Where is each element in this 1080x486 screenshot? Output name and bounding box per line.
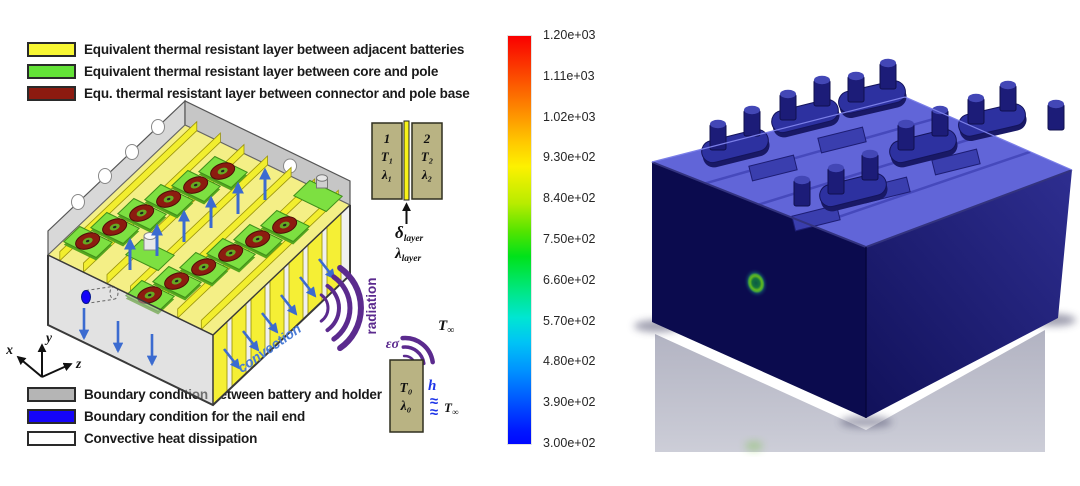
colorbar-tick-label: 7.50e+02 [543, 232, 596, 246]
heat-flux-up-arrows [124, 167, 271, 270]
white-convection-swatch [27, 431, 76, 446]
convection-diagonal-arrows [222, 258, 336, 370]
colorbar-tick-label: 1.11e+03 [543, 68, 595, 83]
nail-hotspot [743, 268, 769, 298]
coordinate-axes: y z x [5, 330, 82, 378]
core-pad-front [124, 232, 176, 272]
t-infinity-convection-label: T∞ [444, 400, 458, 417]
green-layer-swatch [27, 64, 76, 79]
nail-end-blue [81, 290, 91, 304]
colorbar-tick-label: 3.00e+02 [543, 436, 596, 450]
legend-item-label: Equ. thermal resistant layer between con… [84, 86, 470, 101]
gray-boundary-swatch [27, 387, 76, 402]
legend-item-convective-dissipation: Convective heat dissipation [27, 431, 382, 446]
boundary-block: T₀ λ₀ [389, 359, 424, 433]
colorbar-tick-label: 1.20e+03 [543, 28, 596, 42]
legend-item-label: Equivalent thermal resistant layer betwe… [84, 42, 465, 57]
thermal-simulation-render [634, 58, 1076, 452]
convection-waves-icon: ≈ ≈ [430, 393, 438, 421]
yellow-layer-swatch [27, 42, 76, 57]
block1-temperature: T₁ [381, 149, 393, 164]
legend-item-label: Convective heat dissipation [84, 431, 258, 446]
pack-side-face [866, 170, 1072, 418]
legend-item-core-pole: Equivalent thermal resistant layer betwe… [27, 64, 470, 79]
colorbar-tick-label: 1.02e+03 [543, 109, 596, 124]
radiation-label: radiation [364, 277, 379, 334]
radiation-arcs-icon [319, 264, 364, 352]
colorbar-tick-label: 6.60e+02 [543, 272, 596, 287]
inset-block-1 [371, 122, 403, 200]
colorbar-tick-label: 8.40e+02 [543, 191, 596, 206]
delta-layer-label: δlayer [395, 223, 424, 244]
block2-conductivity: λ₂ [421, 167, 432, 182]
layer-model-inset: 1 T₁ λ₁ 2 T₂ λ₂ δlayer λlayer [371, 120, 443, 264]
maroon-layer-swatch [27, 86, 76, 101]
axis-y-label: y [44, 330, 53, 345]
legend-item-label: Boundary condition for the nail end [84, 409, 305, 424]
inset-layer-bar [403, 120, 410, 201]
temperature-colorbar [507, 35, 532, 445]
inset-block-2 [411, 122, 443, 200]
colorbar-tick-label: 9.30e+02 [543, 150, 596, 165]
legend-item-label: Equivalent thermal resistant layer betwe… [84, 64, 439, 79]
convection-down-arrows [78, 308, 158, 367]
lambda-layer-label: λlayer [394, 246, 421, 264]
lambda-zero-label: λ₀ [400, 398, 412, 413]
block1-number: 1 [384, 131, 391, 146]
pack-edges [651, 96, 1073, 418]
core-pad-right-end [292, 174, 344, 213]
svg-text:≈: ≈ [430, 404, 438, 421]
legend-thermal-layers: Equivalent thermal resistant layer betwe… [27, 42, 470, 108]
battery-pack-body [651, 58, 1073, 418]
holder-outline [47, 204, 351, 407]
colorbar-tick-label: 4.80e+02 [543, 354, 596, 369]
svg-text:≈: ≈ [430, 393, 438, 410]
legend-item-adjacent-batteries: Equivalent thermal resistant layer betwe… [27, 42, 470, 57]
colorbar-tick-label: 5.70e+02 [543, 313, 596, 328]
axis-z-label: z [75, 356, 82, 371]
legend-item-nail-end: Boundary condition for the nail end [27, 409, 382, 424]
t-zero-label: T₀ [400, 380, 413, 395]
block2-number: 2 [423, 131, 431, 146]
colorbar-tick-label: 3.90e+02 [543, 395, 596, 410]
legend-item-battery-holder: Boundary condition between battery and h… [27, 387, 382, 402]
holder-back-walls [47, 99, 351, 257]
battery-pack-schematic: convection radiation εσ T∞ T₀ λ₀ h ≈ ≈ T… [5, 99, 458, 433]
legend-boundary-conditions: Boundary condition between battery and h… [27, 387, 382, 453]
blue-boundary-swatch [27, 409, 76, 424]
t-infinity-radiation-label: T∞ [438, 318, 454, 336]
epsilon-sigma-label: εσ [386, 337, 400, 352]
block2-temperature: T₂ [421, 149, 433, 164]
block1-conductivity: λ₁ [381, 167, 392, 182]
axis-x-label: x [5, 342, 13, 357]
convection-coefficient-label: h [428, 378, 436, 394]
legend-item-label: Boundary condition between battery and h… [84, 387, 382, 402]
hotspot-reflection [745, 441, 763, 451]
legend-item-connector-polebase: Equ. thermal resistant layer between con… [27, 86, 470, 101]
